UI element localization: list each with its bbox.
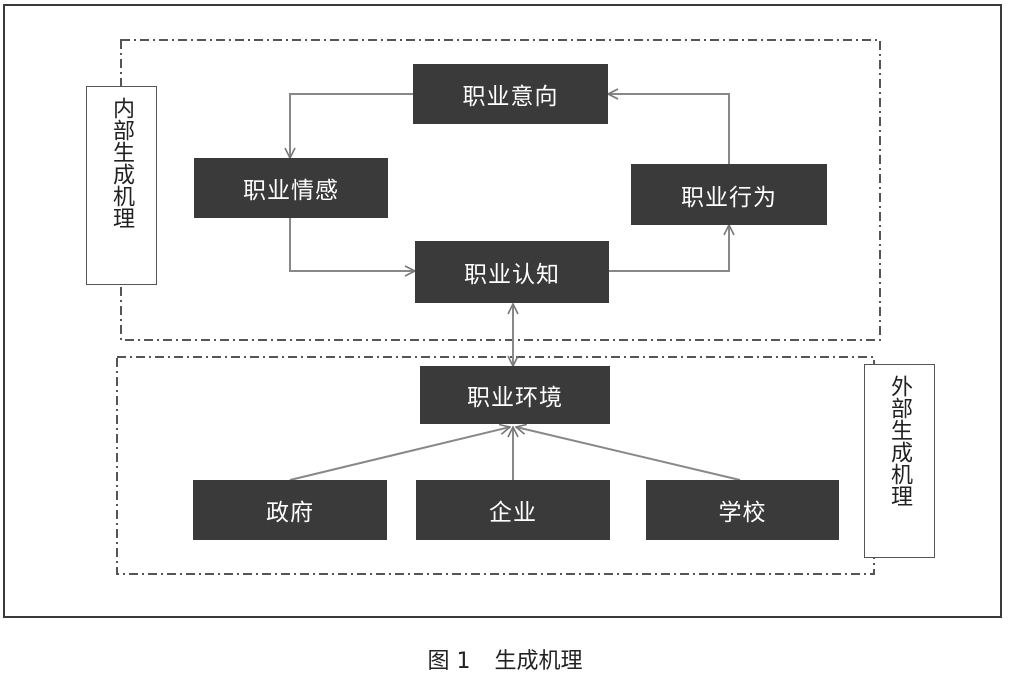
figure-frame xyxy=(3,4,1002,618)
arrow-cognition-to-behavior xyxy=(609,225,729,272)
internal-mechanism-label: 内部生成机理 xyxy=(86,86,157,285)
arrow-government-to-environment xyxy=(289,427,510,481)
external-mechanism-label: 外部生成机理 xyxy=(864,364,935,558)
node-career-emotion: 职业情感 xyxy=(194,158,388,218)
arrow-behavior-to-intention xyxy=(608,94,730,164)
external-group-boundary xyxy=(116,356,875,575)
node-school: 学校 xyxy=(646,480,839,540)
node-career-environment: 职业环境 xyxy=(420,366,610,424)
figure-caption: 图 1 生成机理 xyxy=(0,643,1010,675)
arrow-emotion-to-cognition xyxy=(289,218,415,271)
arrow-school-to-environment xyxy=(516,427,741,481)
node-career-cognition: 职业认知 xyxy=(415,241,609,303)
node-career-behavior: 职业行为 xyxy=(631,164,827,225)
node-career-intention: 职业意向 xyxy=(413,64,608,124)
node-enterprise: 企业 xyxy=(416,480,610,540)
node-government: 政府 xyxy=(193,480,387,540)
internal-group-boundary xyxy=(120,39,881,341)
figure-title: 生成机理 xyxy=(494,649,583,674)
figure-number: 图 1 xyxy=(427,649,471,674)
arrow-intention-to-emotion xyxy=(290,93,413,158)
